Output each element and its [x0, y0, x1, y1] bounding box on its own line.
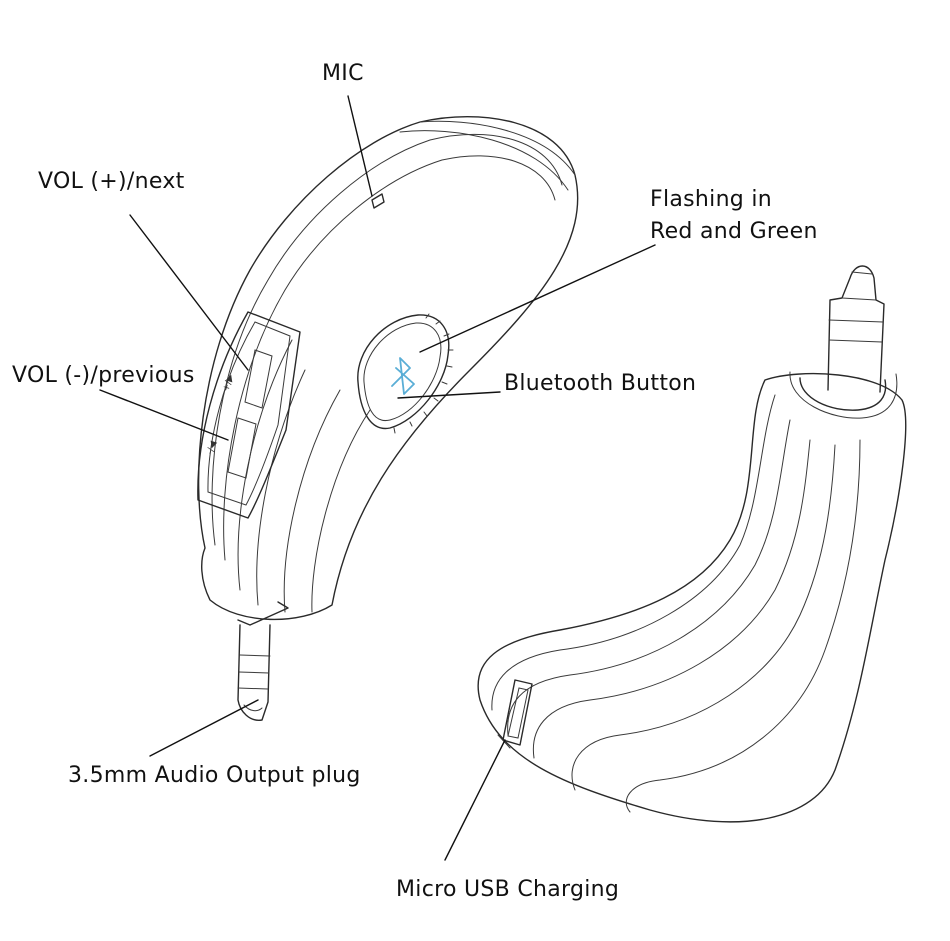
- vol-up-label: VOL (+)/next: [38, 169, 185, 194]
- right-device: [477, 265, 907, 823]
- leader-vol-up: [129, 214, 249, 371]
- leader-lines: [99, 95, 656, 861]
- left-device: +/▶ -/◀: [197, 115, 579, 721]
- bluetooth-button-label: Bluetooth Button: [504, 371, 697, 396]
- leader-bluetooth: [397, 391, 501, 399]
- leader-vol-down: [99, 389, 229, 441]
- micro-usb-port: [497, 679, 533, 749]
- bluetooth-button[interactable]: [357, 313, 454, 434]
- leader-usb: [444, 739, 506, 861]
- vol-down-label: VOL (-)/previous: [12, 363, 195, 388]
- flashing-label-line1: Flashing in: [650, 187, 773, 212]
- leader-mic: [347, 95, 373, 197]
- flashing-label-line2: Red and Green: [650, 219, 818, 244]
- audio-plug-right: [827, 265, 885, 393]
- audio-plug: [237, 624, 271, 721]
- svg-text:+/▶: +/▶: [221, 373, 236, 393]
- leader-audio-plug: [149, 699, 259, 757]
- usb-charging-label: Micro USB Charging: [396, 877, 620, 902]
- svg-text:-/◀: -/◀: [205, 440, 219, 456]
- mic-label: MIC: [322, 61, 364, 86]
- leader-flashing: [419, 244, 656, 353]
- bluetooth-icon: [391, 357, 415, 395]
- audio-plug-label: 3.5mm Audio Output plug: [68, 763, 361, 788]
